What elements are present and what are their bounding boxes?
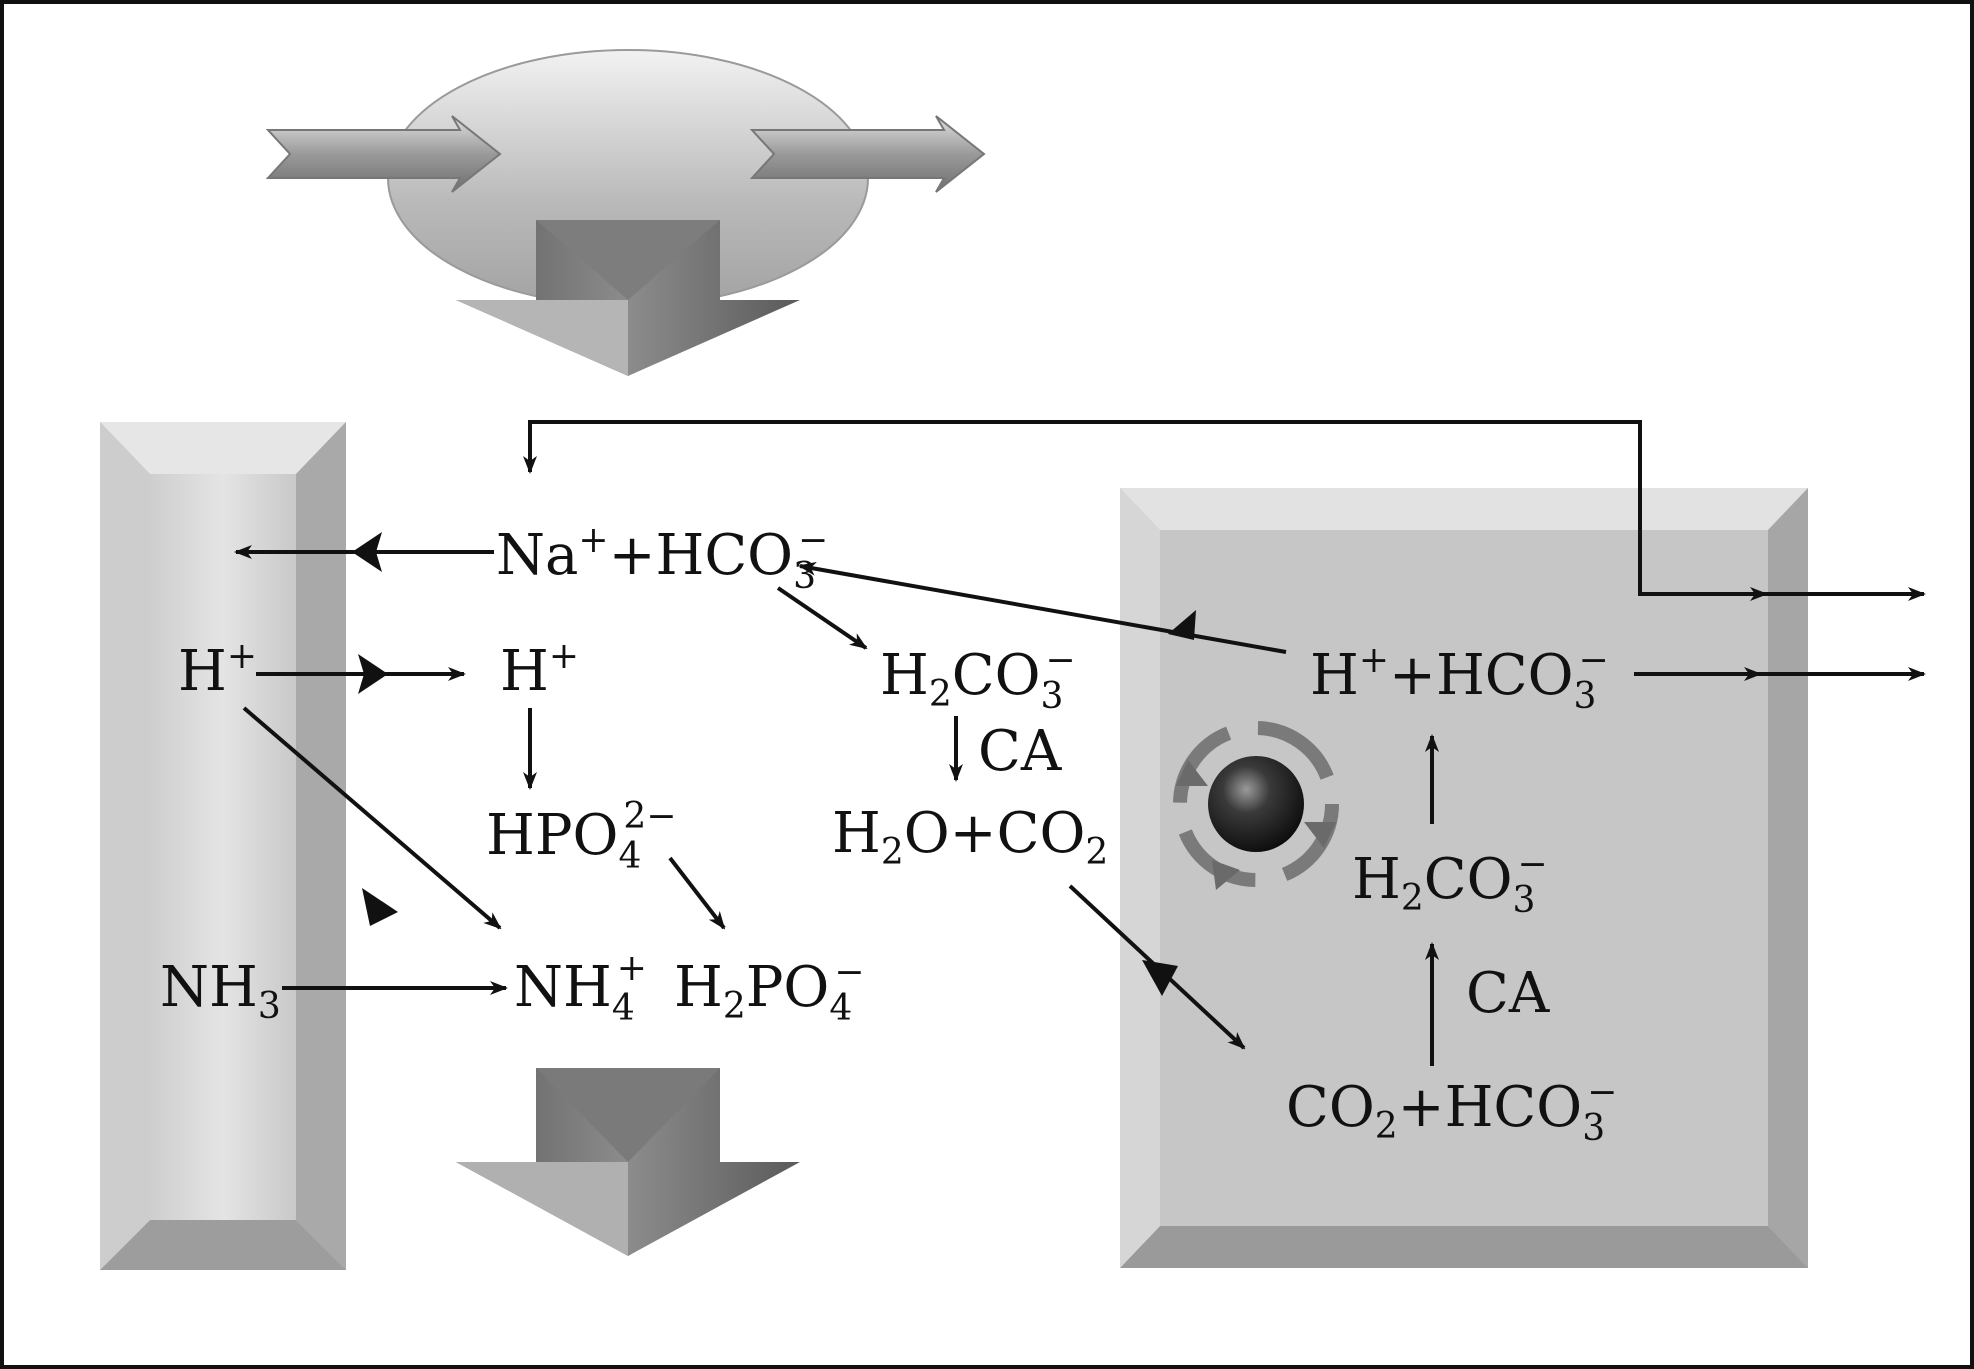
transporter-icons — [352, 532, 1196, 996]
label-nh4: NH4+ — [514, 948, 647, 1029]
label-h2co3-tubular: H2CO3− — [880, 640, 1076, 717]
left-cell-bar — [100, 422, 346, 1270]
transporter-na-icon — [352, 532, 382, 572]
label-nh3: NH3 — [160, 955, 281, 1027]
transporter-h-icon — [358, 654, 388, 694]
transporter-co2-icon — [1142, 960, 1178, 996]
label-h2o-co2: H2O+CO2 — [832, 801, 1108, 873]
arrow-cell-hco3-to-na — [798, 561, 1287, 654]
bottom-down-3d-arrow — [456, 1068, 800, 1256]
label-ca-tubular: CA — [978, 719, 1062, 784]
label-h2po4: H2PO4− — [674, 952, 864, 1029]
connector-arrows — [234, 420, 1926, 1066]
label-h-tubular: H+ — [500, 636, 579, 704]
top-left-3d-arrow — [265, 115, 502, 193]
arrow-h-to-nh4 — [242, 706, 502, 930]
label-ca-cell: CA — [1466, 961, 1550, 1026]
label-hpo4: HPO42− — [486, 796, 676, 877]
transporter-nh3-icon — [362, 888, 398, 926]
arrow-hpo4-to-h2po4 — [668, 856, 726, 930]
top-right-3d-arrow — [749, 115, 986, 193]
label-co2-hco3-cell: CO2+HCO3− — [1286, 1072, 1617, 1149]
formula-labels: Na++HCO3− H+ H+ HPO42− NH3 NH4+ H2PO4− H… — [160, 520, 1617, 1149]
label-h-hco3-cell: H++HCO3− — [1310, 640, 1609, 717]
transporter-hco3-cell-icon — [1168, 610, 1196, 640]
arrow-hco3-to-h2co3 — [776, 586, 868, 650]
top-down-3d-arrow — [456, 220, 800, 376]
label-h-lumen-side: H+ — [178, 636, 257, 704]
label-na-hco3: Na++HCO3− — [496, 520, 828, 597]
rotation-cycle-icon — [1173, 721, 1339, 890]
label-h2co3-cell: H2CO3− — [1352, 844, 1548, 921]
